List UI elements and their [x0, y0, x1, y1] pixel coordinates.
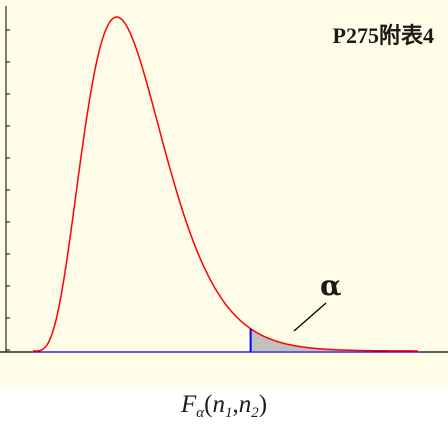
tail-area — [250, 328, 418, 351]
y-axis-ticks — [6, 29, 10, 351]
density-curve — [33, 16, 418, 352]
plot-panel: P275附表4 α — [0, 0, 448, 386]
close-paren: ) — [258, 391, 268, 418]
df1-symbol: n — [212, 391, 225, 418]
df1-subscript: 1 — [224, 405, 233, 421]
tail-area-label: α — [320, 269, 342, 302]
critical-value-label: Fα(n1,n2) — [0, 392, 448, 421]
comma: , — [232, 391, 239, 418]
critical-value-symbol: F — [180, 391, 197, 418]
df2-symbol: n — [238, 391, 252, 418]
critical-value-subscript: α — [196, 405, 205, 421]
alpha-pointer — [293, 302, 327, 332]
open-paren: ( — [204, 391, 213, 418]
df2-subscript: 2 — [251, 405, 259, 421]
table-reference: P275附表4 — [332, 23, 434, 48]
f-distribution-plot — [0, 6, 448, 353]
